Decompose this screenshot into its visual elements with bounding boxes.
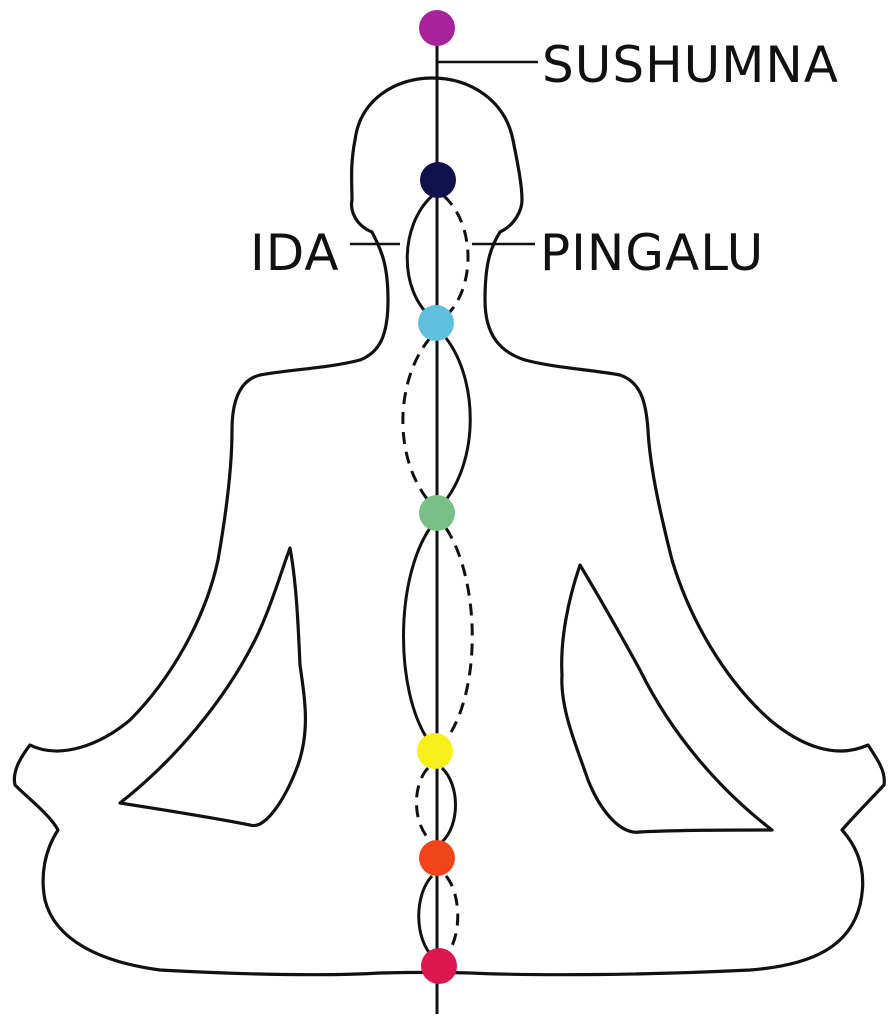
chakra-sacral-dot xyxy=(419,840,455,876)
chakra-heart-dot xyxy=(419,495,455,531)
sushumna-label: SUSHUMNA xyxy=(542,40,839,90)
pingala-channel-segment xyxy=(403,338,432,505)
right-arm-outline xyxy=(562,565,772,832)
chakra-crown-dot xyxy=(419,10,455,46)
ida-label: IDA xyxy=(250,228,340,278)
ida-channel-segment xyxy=(442,768,456,842)
pingala-channel-segment xyxy=(444,196,468,318)
pingala-channel-segment xyxy=(444,876,458,958)
left-arm-outline xyxy=(120,548,305,826)
chakra-third-eye-dot xyxy=(420,162,456,198)
pingala-channel-segment xyxy=(446,528,472,740)
chakra-solar-plexus-dot xyxy=(417,733,453,769)
ida-channel-segment xyxy=(419,876,434,958)
ida-channel-segment xyxy=(442,338,470,505)
ida-channel-segment xyxy=(407,196,432,318)
pingalu-label: PINGALU xyxy=(540,228,764,278)
chakra-root-dot xyxy=(421,948,457,984)
chakra-throat-dot xyxy=(418,305,454,341)
pingala-channel-segment xyxy=(416,768,432,842)
ida-channel-segment xyxy=(403,528,430,740)
meditating-figure-outline xyxy=(14,78,884,975)
